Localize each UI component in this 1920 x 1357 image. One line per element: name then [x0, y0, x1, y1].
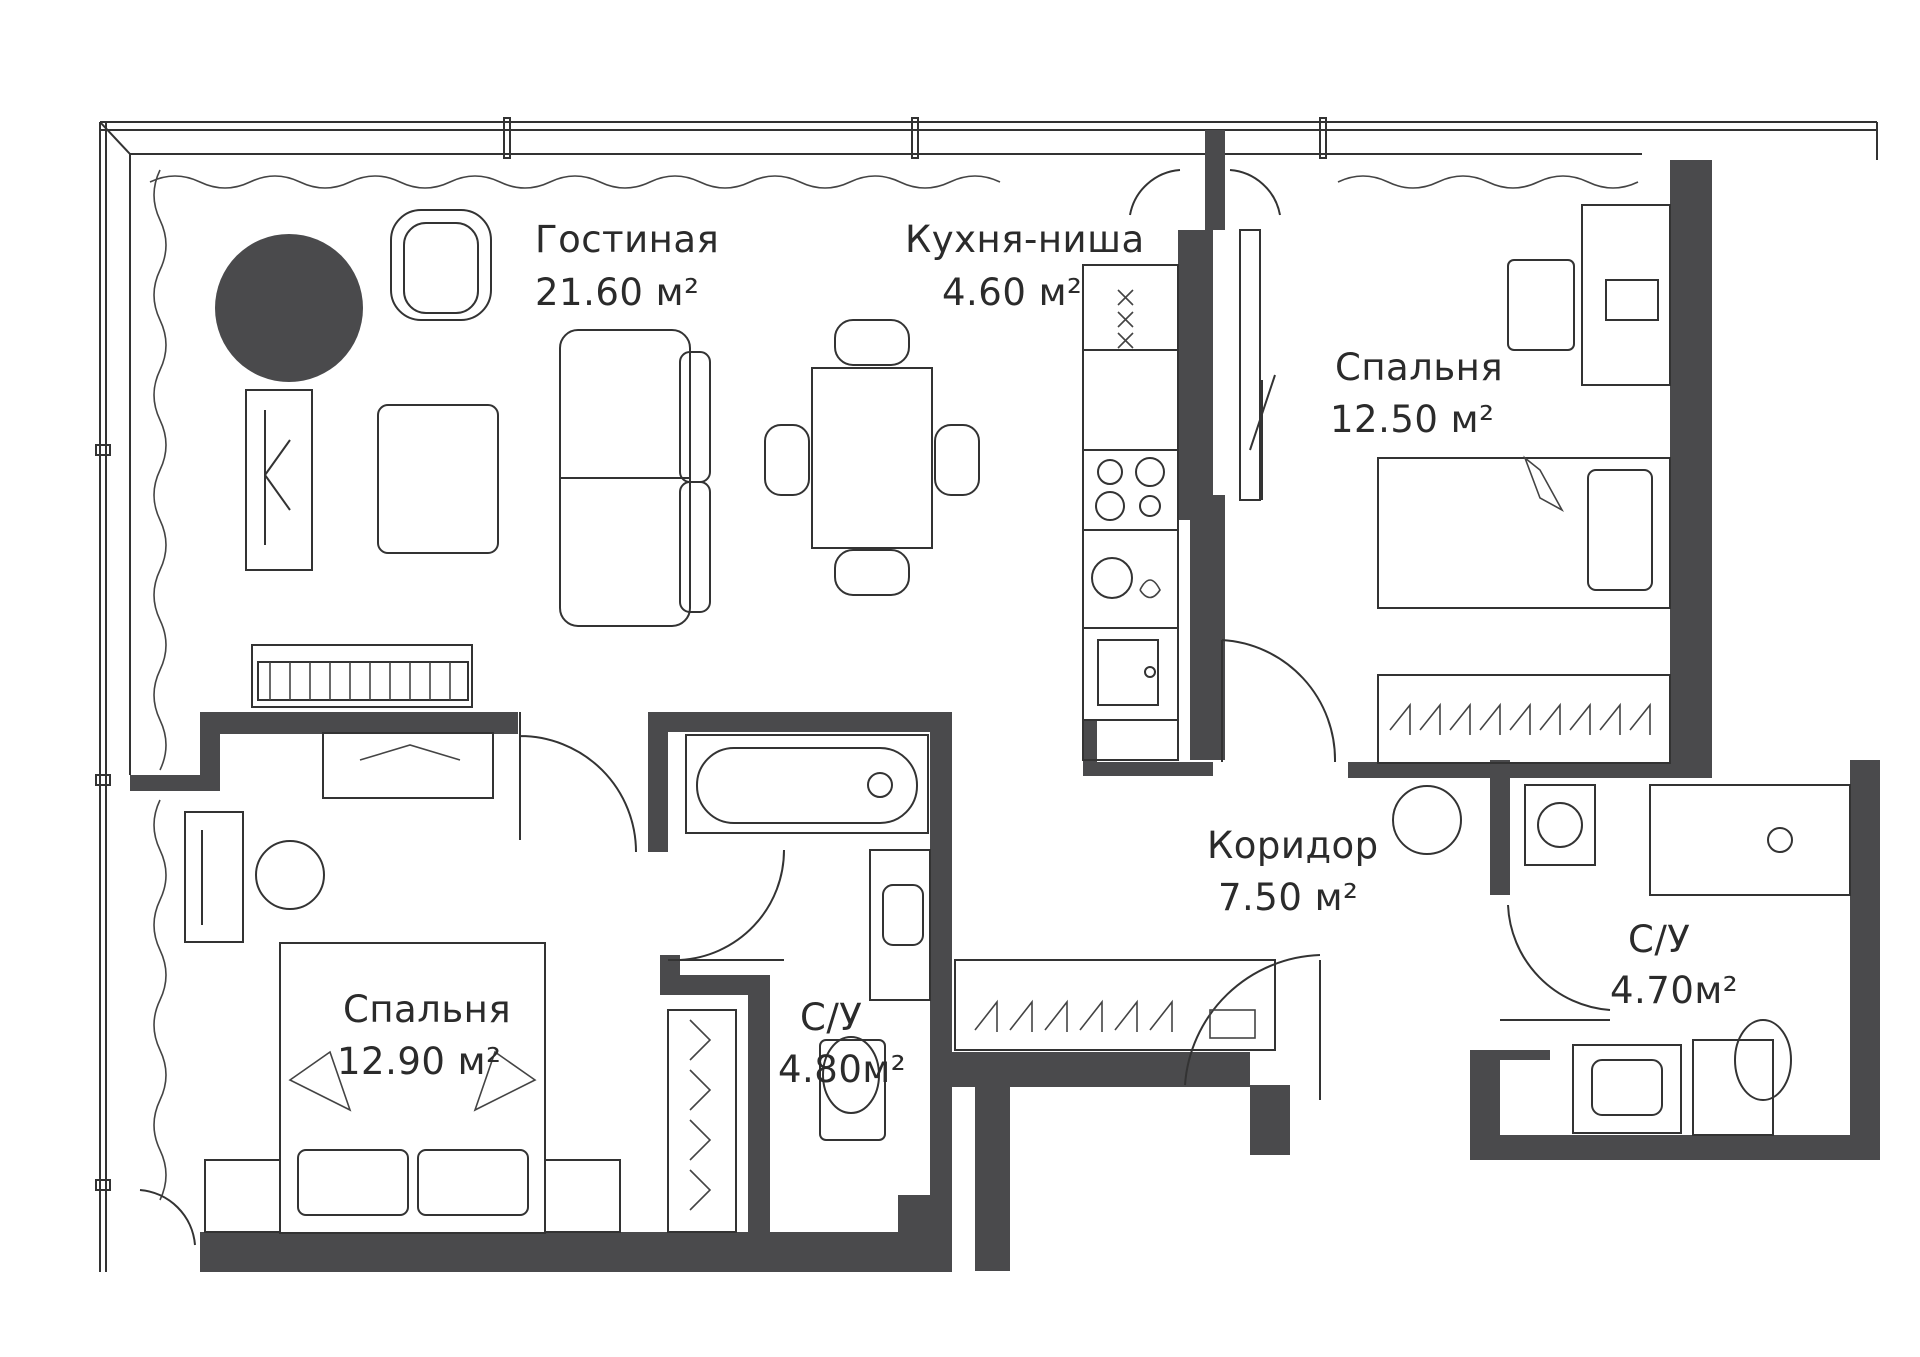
room-bedroom-bottom-label: Спальня 12.90 м² [337, 988, 511, 1083]
room-area-kitchen: 4.60 м² [942, 271, 1082, 314]
room-area-living: 21.60 м² [535, 271, 699, 314]
room-bedroom-top-label: Спальня 12.50 м² [1330, 346, 1503, 441]
bath-right-furniture [1524, 784, 1851, 1136]
room-name-bath-right: С/У [1628, 918, 1690, 961]
wardrobe-hangers-mid [689, 1019, 712, 1211]
room-area-bedroom-bottom: 12.90 м² [337, 1040, 501, 1083]
wardrobe-hangers-corridor [974, 999, 1256, 1039]
walls [130, 130, 1880, 1272]
room-name-living: Гостиная [535, 218, 719, 261]
kitchen-furniture [1082, 229, 1261, 761]
room-name-corridor: Коридор [1207, 824, 1379, 867]
bedroom-top-furniture [1377, 204, 1671, 764]
wardrobe-hangers-top [1389, 702, 1651, 735]
room-bath-mid-label: С/У 4.80м² [778, 996, 906, 1091]
room-name-kitchen: Кухня-ниша [905, 218, 1145, 261]
bedroom-bottom-furniture [184, 732, 621, 1234]
room-name-bedroom-top: Спальня [1335, 346, 1503, 389]
curtain-left [153, 169, 167, 1201]
corridor-furniture [954, 785, 1462, 1051]
living-furniture [215, 209, 980, 708]
room-bath-right-label: С/У 4.70м² [1610, 918, 1738, 1012]
room-name-bedroom-bottom: Спальня [343, 988, 511, 1031]
bookshelf-books [257, 661, 469, 701]
curtain-top [149, 175, 1639, 189]
room-kitchen-label: Кухня-ниша 4.60 м² [905, 218, 1145, 314]
room-living-label: Гостиная 21.60 м² [535, 218, 719, 314]
room-area-bath-mid: 4.80м² [778, 1048, 906, 1091]
room-corridor-label: Коридор 7.50 м² [1207, 824, 1379, 919]
room-name-bath-mid: С/У [800, 996, 862, 1039]
doors [139, 169, 1611, 1246]
bath-mid-furniture [667, 734, 931, 1233]
room-area-bedroom-top: 12.50 м² [1330, 398, 1494, 441]
balcony-glazing [95, 117, 1878, 1272]
room-area-bath-right: 4.70м² [1610, 969, 1738, 1012]
room-area-corridor: 7.50 м² [1218, 876, 1358, 919]
